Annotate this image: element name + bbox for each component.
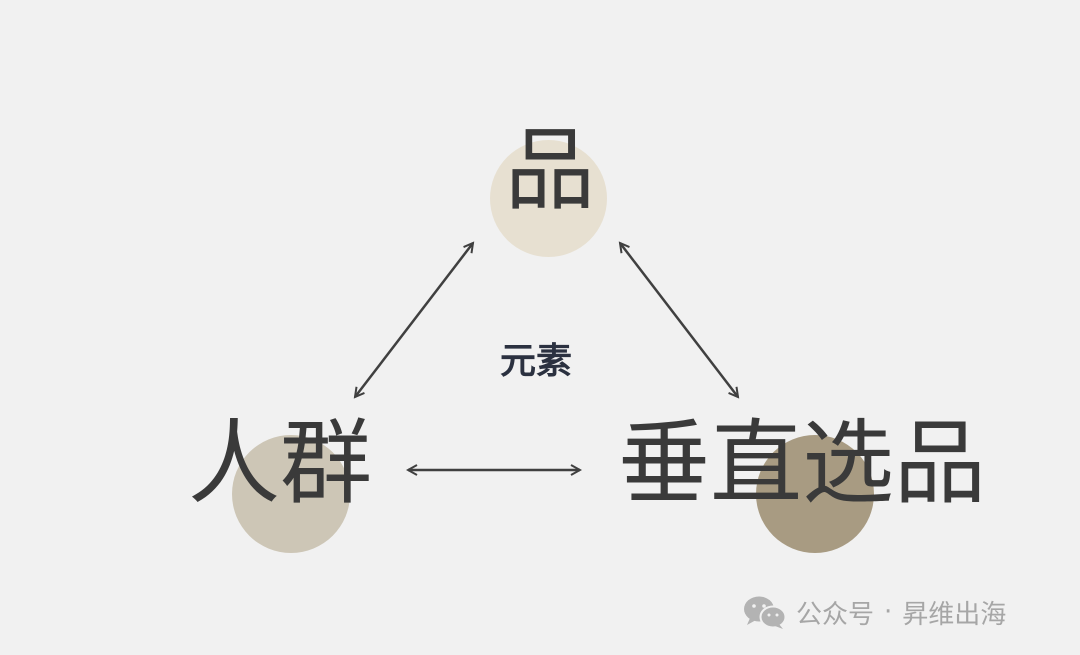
circle-right — [756, 435, 874, 553]
watermark-account: 昇维出海 — [902, 599, 1007, 630]
watermark-separator: · — [884, 597, 893, 627]
circle-top — [490, 140, 607, 257]
arrow-top-right — [620, 243, 738, 397]
watermark: 公众号 · 昇维出海 — [742, 592, 1006, 632]
node-label-right: 垂直选品 — [618, 410, 987, 517]
wechat-icon — [744, 596, 787, 629]
watermark-source: 公众号 — [796, 599, 875, 630]
node-label-left: 人群 — [188, 410, 373, 517]
center-label: 元素 — [500, 341, 573, 382]
arrow-left-top — [355, 243, 473, 397]
node-label-top: 品 — [505, 118, 595, 223]
circle-left — [232, 435, 350, 553]
